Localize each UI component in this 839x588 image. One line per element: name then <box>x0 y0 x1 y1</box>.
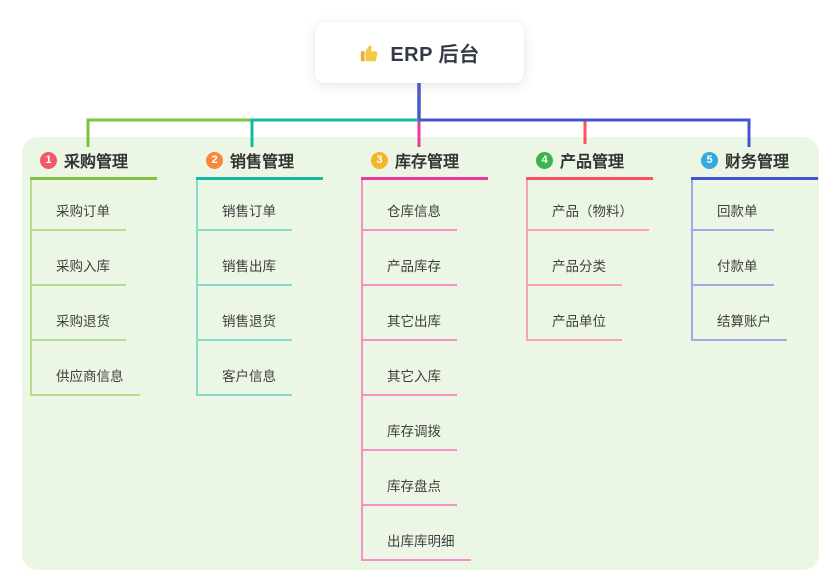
branch-label: 产品管理 <box>560 154 625 171</box>
mindmap-node[interactable]: 销售订单 <box>198 180 292 231</box>
branch-sales-children: 销售订单 销售出库 销售退货 客户信息 <box>196 180 292 396</box>
mindmap-node[interactable]: 库存盘点 <box>363 451 471 506</box>
mindmap-node[interactable]: 库存调拨 <box>363 396 471 451</box>
branch-purchase: 1 采购管理 采购订单 采购入库 采购退货 供应商信息 <box>30 145 157 396</box>
branch-label: 库存管理 <box>395 154 460 171</box>
mindmap-node[interactable]: 供应商信息 <box>32 341 140 396</box>
branch-finance: 5 财务管理 回款单 付款单 结算账户 <box>691 145 818 341</box>
branch-inventory: 3 库存管理 仓库信息 产品库存 其它出库 其它入库 库存调拨 库存盘点 出库库… <box>361 145 488 561</box>
mindmap-node[interactable]: 采购退货 <box>32 286 140 341</box>
mindmap-node[interactable]: 产品库存 <box>363 231 471 286</box>
branch-product-header[interactable]: 4 产品管理 <box>526 145 653 180</box>
priority-badge: 1 <box>40 151 57 169</box>
root-title: ERP 后台 <box>390 44 480 66</box>
mindmap-node[interactable]: 回款单 <box>693 180 787 231</box>
branch-inventory-children: 仓库信息 产品库存 其它出库 其它入库 库存调拨 库存盘点 出库库明细 <box>361 180 471 561</box>
branch-label: 销售管理 <box>230 154 295 171</box>
branch-finance-children: 回款单 付款单 结算账户 <box>691 180 787 341</box>
branch-finance-header[interactable]: 5 财务管理 <box>691 145 818 180</box>
root-node[interactable]: ERP 后台 <box>315 22 524 83</box>
branch-product-children: 产品（物料） 产品分类 产品单位 <box>526 180 649 341</box>
branch-sales: 2 销售管理 销售订单 销售出库 销售退货 客户信息 <box>196 145 323 396</box>
mindmap-node[interactable]: 客户信息 <box>198 341 292 396</box>
mindmap-node[interactable]: 其它入库 <box>363 341 471 396</box>
mindmap-node[interactable]: 采购订单 <box>32 180 140 231</box>
mindmap-node[interactable]: 其它出库 <box>363 286 471 341</box>
mindmap-node[interactable]: 销售退货 <box>198 286 292 341</box>
priority-badge: 4 <box>536 151 553 169</box>
branch-purchase-children: 采购订单 采购入库 采购退货 供应商信息 <box>30 180 140 396</box>
branch-product: 4 产品管理 产品（物料） 产品分类 产品单位 <box>526 145 653 341</box>
branch-purchase-header[interactable]: 1 采购管理 <box>30 145 157 180</box>
mindmap-node[interactable]: 结算账户 <box>693 286 787 341</box>
thumbs-up-icon <box>359 42 381 64</box>
branches-panel <box>22 137 819 570</box>
mindmap-node[interactable]: 销售出库 <box>198 231 292 286</box>
branch-label: 财务管理 <box>725 154 790 171</box>
branch-sales-header[interactable]: 2 销售管理 <box>196 145 323 180</box>
branch-label: 采购管理 <box>64 154 129 171</box>
mindmap-node[interactable]: 仓库信息 <box>363 180 471 231</box>
mindmap-node[interactable]: 产品（物料） <box>528 180 649 231</box>
branch-inventory-header[interactable]: 3 库存管理 <box>361 145 488 180</box>
priority-badge: 3 <box>371 151 388 169</box>
mindmap-node[interactable]: 出库库明细 <box>363 506 471 561</box>
mindmap-node[interactable]: 采购入库 <box>32 231 140 286</box>
priority-badge: 2 <box>206 151 223 169</box>
mindmap-node[interactable]: 付款单 <box>693 231 787 286</box>
priority-badge: 5 <box>701 151 718 169</box>
mindmap-node[interactable]: 产品单位 <box>528 286 649 341</box>
mindmap-node[interactable]: 产品分类 <box>528 231 649 286</box>
